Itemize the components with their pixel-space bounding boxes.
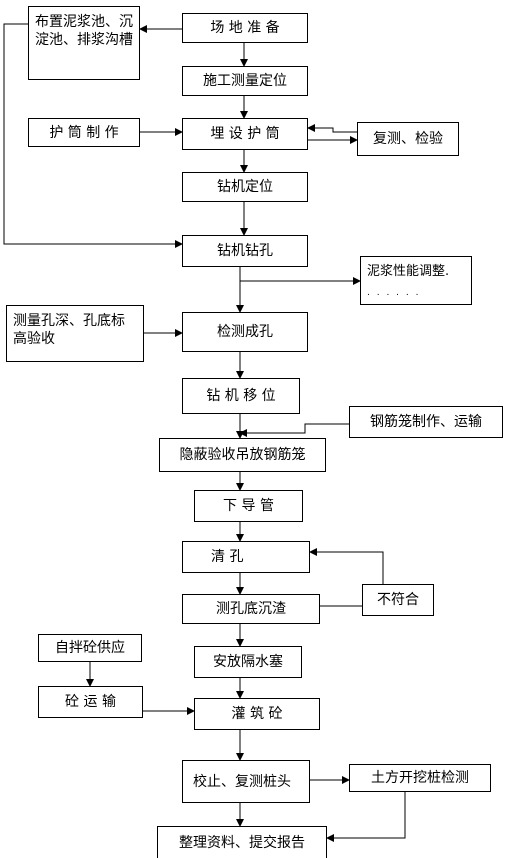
- arrow-loop-to-drilling: [3, 23, 183, 248]
- node-drilling: 钻机钻孔: [182, 235, 308, 267]
- node-mud-adjust: 泥浆性能调整. . . . . . .: [360, 256, 472, 305]
- node-clean-hole-label: 清 孔: [211, 549, 244, 565]
- arrow-excavation-to-report: [326, 792, 406, 842]
- node-pour: 灌 筑 砼: [194, 698, 320, 730]
- node-survey: 施工测量定位: [182, 66, 308, 96]
- node-cage-place-label: 隐蔽验收吊放钢筋笼: [179, 447, 306, 463]
- node-recheck: 复测、检验: [357, 122, 459, 156]
- node-report: 整理资料、提交报告: [157, 826, 327, 858]
- node-mud-adjust-dots: . . . . . .: [367, 288, 421, 298]
- node-plug: 安放隔水塞: [194, 646, 302, 678]
- node-inspect-hole-label: 检测成孔: [217, 324, 273, 340]
- node-plug-label: 安放隔水塞: [213, 654, 283, 670]
- node-self-mix-label: 自拌砼供应: [55, 640, 125, 656]
- node-cage-make-label: 钢筋笼制作、运输: [370, 414, 482, 430]
- node-pile-head: 校止、复测桩头: [182, 760, 310, 803]
- node-cage-place: 隐蔽验收吊放钢筋笼: [159, 438, 326, 472]
- node-mud-adjust-label: 泥浆性能调整.: [367, 264, 450, 279]
- node-measure-sediment: 测孔底沉渣: [182, 594, 320, 624]
- node-mud-pool: 布置泥浆池、沉淀池、排浆沟槽: [28, 6, 140, 80]
- arrow-notok-to-clean: [309, 548, 384, 584]
- node-bury-casing-label: 埋 设 护 筒: [210, 126, 280, 142]
- node-measure-hole-label: 测量孔深、孔底标高验收: [13, 313, 125, 347]
- node-casing-make-label: 护 筒 制 作: [49, 124, 119, 141]
- node-tremie-label: 下 导 管: [223, 498, 274, 514]
- node-rig-position: 钻机定位: [182, 172, 308, 202]
- node-mud-pool-label: 布置泥浆池、沉淀池、排浆沟槽: [35, 14, 133, 48]
- node-rig-position-label: 钻机定位: [217, 179, 273, 195]
- node-recheck-label: 复测、检验: [373, 131, 443, 147]
- arrow-recheck-to-bury: [307, 124, 357, 133]
- node-pile-head-label: 校止、复测桩头: [193, 773, 291, 790]
- node-excavation-test: 土方开挖桩检测: [349, 764, 491, 792]
- node-clean-hole: 清 孔: [182, 541, 310, 573]
- node-rig-move-label: 钻 机 移 位: [206, 388, 276, 404]
- node-inspect-hole: 检测成孔: [182, 312, 308, 352]
- arrow-cagemake-to-main: [239, 423, 349, 437]
- node-not-ok-label: 不符合: [377, 592, 419, 608]
- node-concrete-transport-label: 砼 运 输: [65, 694, 116, 710]
- node-bury-casing: 埋 设 护 筒: [182, 118, 308, 150]
- node-casing-make: 护 筒 制 作: [28, 118, 140, 147]
- node-tremie: 下 导 管: [194, 490, 303, 522]
- node-measure-sediment-label: 测孔底沉渣: [216, 601, 286, 617]
- node-rig-move: 钻 机 移 位: [182, 378, 300, 414]
- node-not-ok: 不符合: [362, 584, 434, 616]
- node-cage-make: 钢筋笼制作、运输: [349, 406, 503, 438]
- node-measure-hole: 测量孔深、孔底标高验收: [6, 305, 144, 362]
- node-concrete-transport: 砼 运 输: [38, 686, 143, 718]
- node-excavation-test-label: 土方开挖桩检测: [371, 770, 469, 786]
- node-self-mix: 自拌砼供应: [38, 634, 142, 662]
- node-survey-label: 施工测量定位: [203, 73, 287, 89]
- node-report-label: 整理资料、提交报告: [179, 834, 305, 851]
- node-site-prep: 场 地 准 备: [182, 13, 308, 43]
- node-drilling-label: 钻机钻孔: [217, 243, 273, 259]
- node-pour-label: 灌 筑 砼: [231, 706, 283, 722]
- node-site-prep-label: 场 地 准 备: [210, 20, 280, 36]
